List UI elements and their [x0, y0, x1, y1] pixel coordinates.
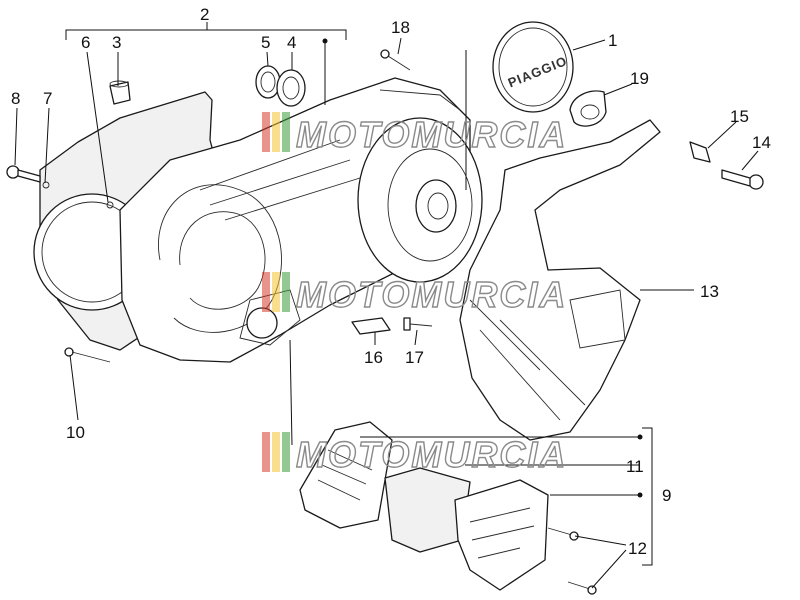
callout-10: 10 [66, 423, 85, 442]
callout-2: 2 [200, 5, 209, 24]
part-16-bracket [351, 317, 391, 335]
part-4-bearing [276, 69, 306, 107]
leader-lines [14, 22, 759, 589]
watermark: MOTOMURCIA [262, 272, 567, 316]
part-3-bushing [109, 80, 131, 105]
callout-14: 14 [752, 133, 771, 152]
part-13-air-duct [459, 119, 661, 441]
part-10-screw [64, 347, 111, 363]
callout-numbers: 2 3 6 5 4 8 7 10 18 1 19 15 14 13 16 17 … [11, 5, 771, 558]
watermark: MOTOMURCIA [262, 432, 567, 476]
watermark-text: MOTOMURCIA [296, 114, 567, 155]
part-19-grommet [569, 90, 607, 127]
callout-18: 18 [391, 18, 410, 37]
part-8-screw [6, 165, 41, 183]
callout-5: 5 [261, 33, 270, 52]
callout-1: 1 [608, 31, 617, 50]
side-cover [357, 117, 483, 283]
part-12-screws [547, 527, 597, 595]
callout-15: 15 [730, 107, 749, 126]
part-17-bolt [403, 317, 433, 331]
part-15-clip [689, 141, 711, 163]
part-9-filter-assembly [299, 421, 549, 591]
callout-19: 19 [630, 69, 649, 88]
callout-8: 8 [11, 89, 20, 108]
watermark-text: MOTOMURCIA [296, 274, 567, 315]
callout-16: 16 [364, 348, 383, 367]
callout-6: 6 [81, 33, 90, 52]
callout-12: 12 [628, 539, 647, 558]
callout-17: 17 [405, 348, 424, 367]
callout-11: 11 [626, 457, 644, 476]
callout-4: 4 [287, 33, 296, 52]
callout-7: 7 [43, 89, 52, 108]
callout-9: 9 [662, 486, 671, 505]
watermark-text: MOTOMURCIA [296, 434, 567, 475]
callout-13: 13 [700, 282, 719, 301]
part-18-screw [380, 49, 411, 71]
part-14-screw [721, 169, 764, 190]
callout-3: 3 [112, 33, 121, 52]
part-5-o-ring [255, 65, 281, 99]
part-1-badge-cover: PIAGGIO [492, 21, 574, 113]
watermark: MOTOMURCIA [262, 112, 567, 156]
